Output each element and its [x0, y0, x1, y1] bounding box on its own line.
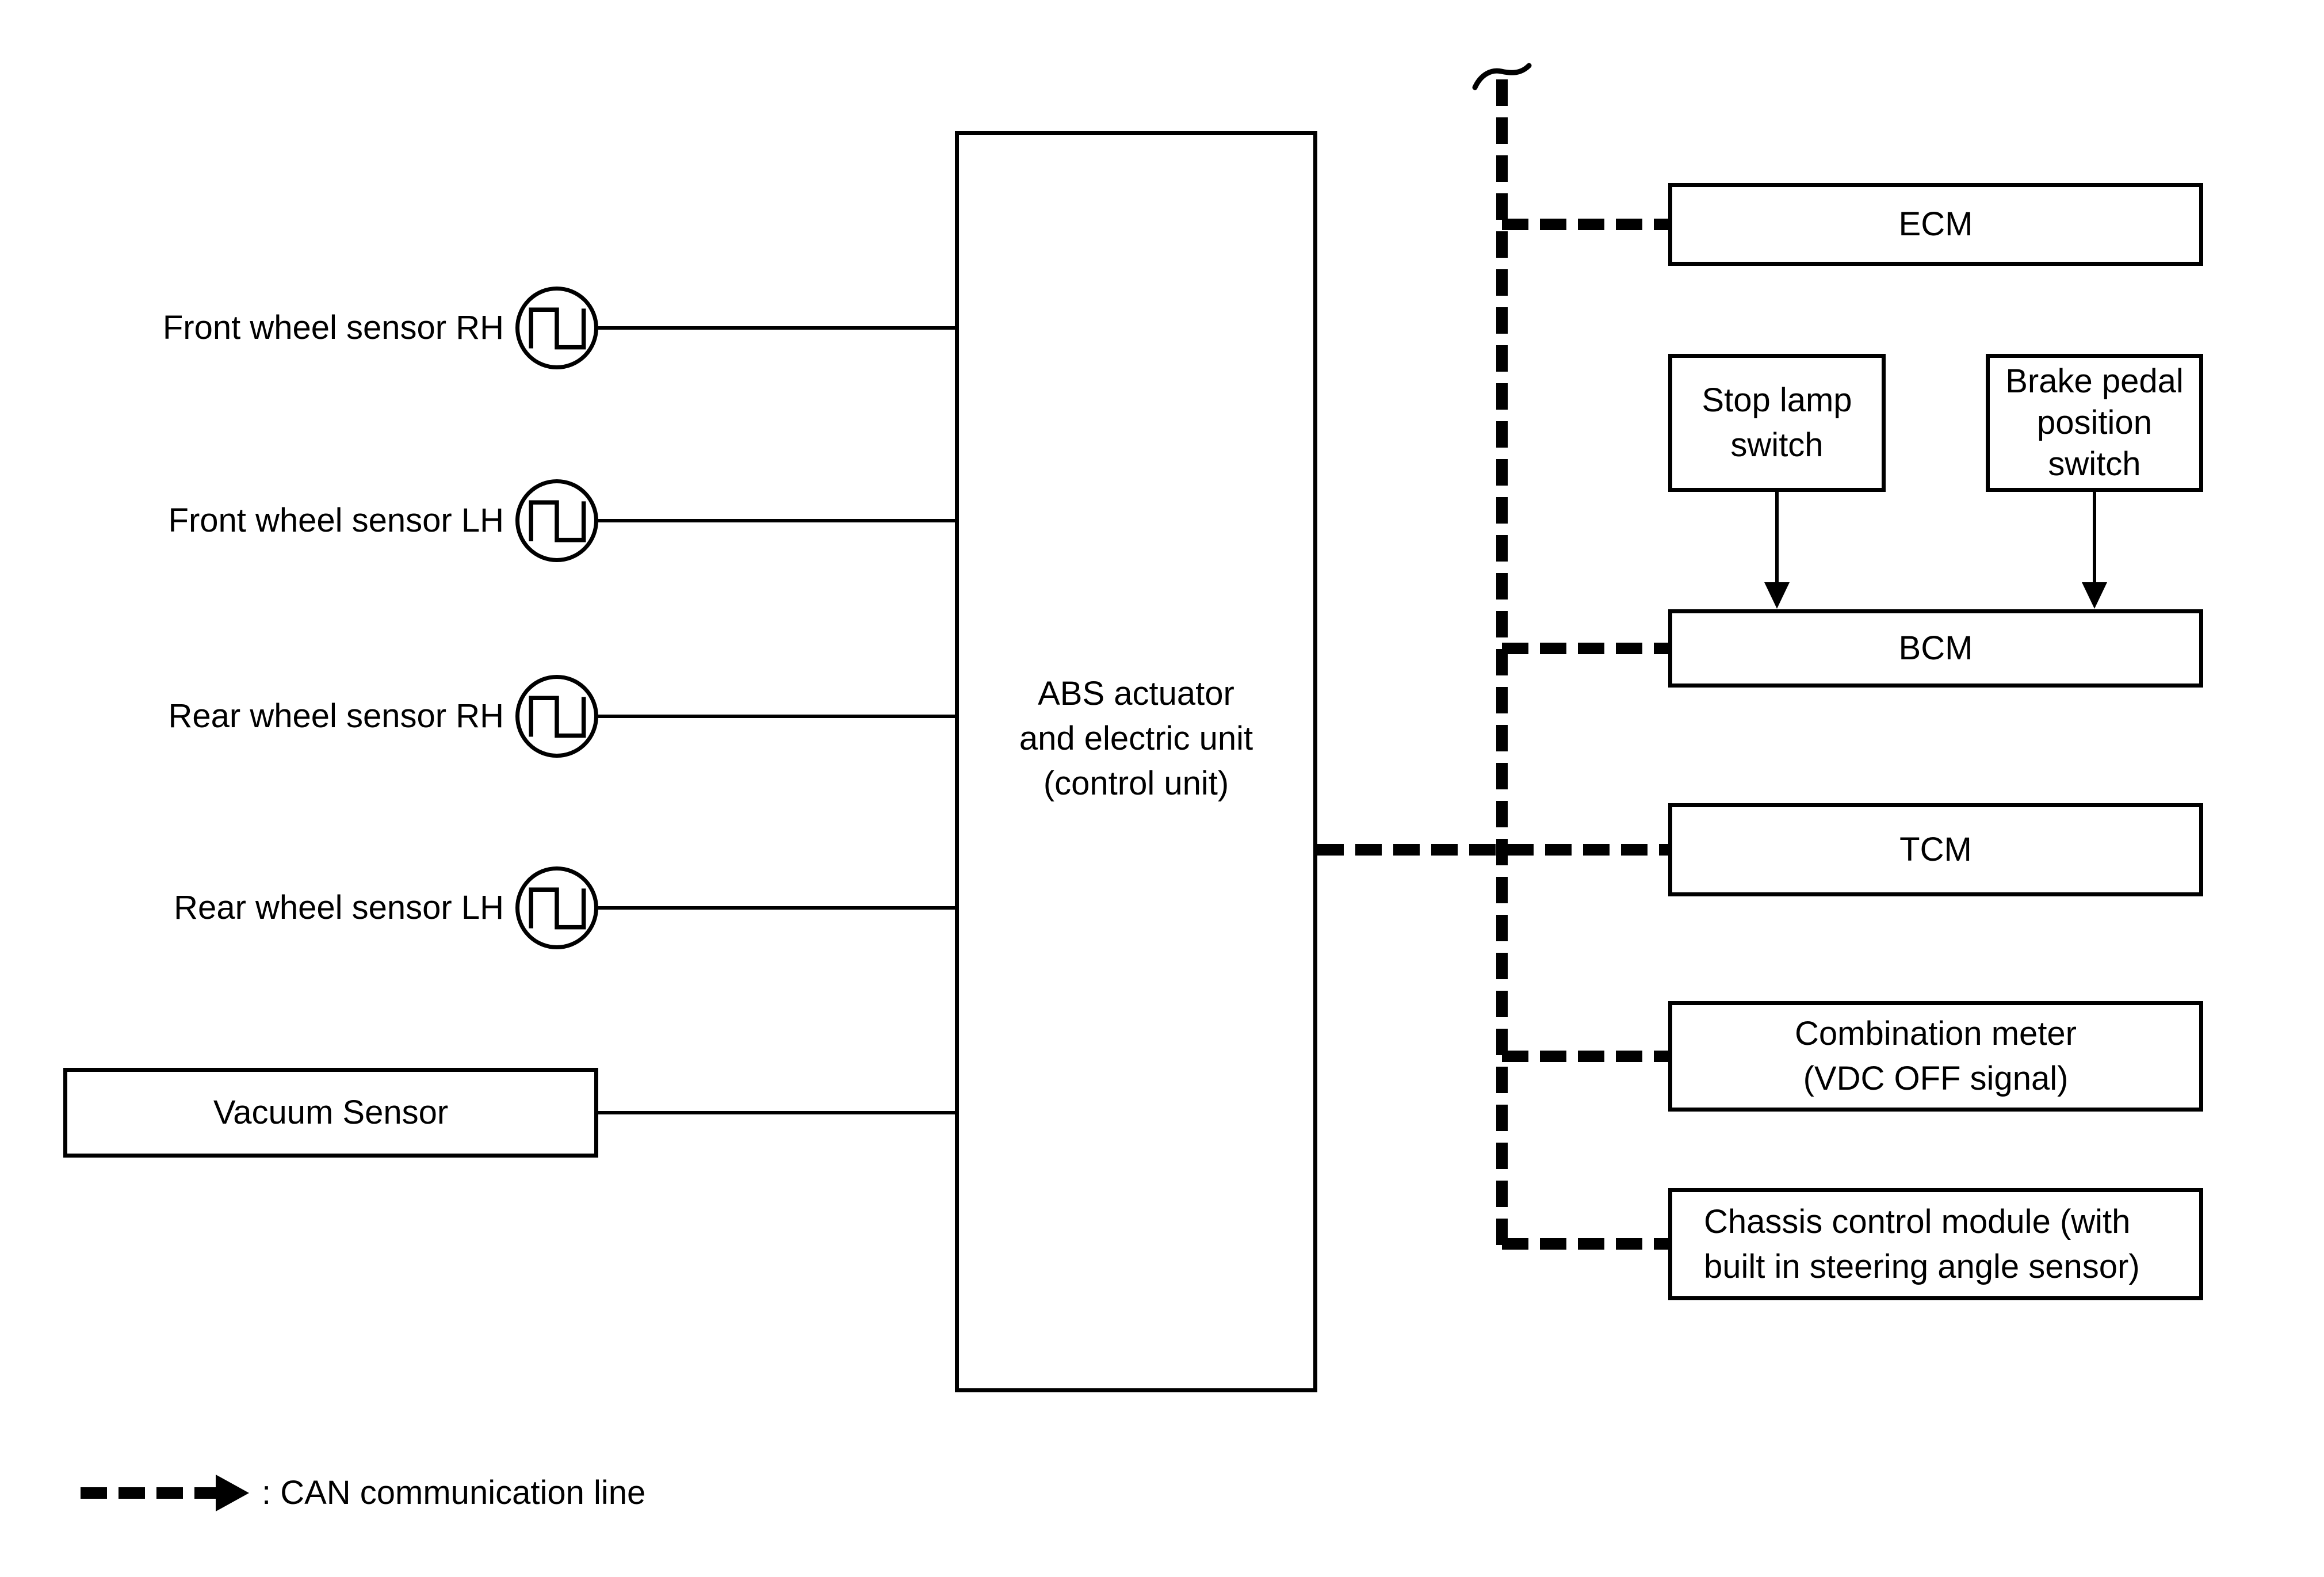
stop-lamp-arrow-line — [1775, 492, 1779, 584]
bcm-box: BCM — [1668, 609, 2203, 688]
bcm-label: BCM — [1898, 629, 1973, 667]
abs-actuator-line1: ABS actuator — [1038, 675, 1234, 712]
ecm-box: ECM — [1668, 183, 2203, 266]
front-wheel-sensor-lh-label: Front wheel sensor LH — [168, 502, 504, 539]
abs-actuator-line2: and electric unit — [1019, 720, 1253, 757]
connector-rear-lh — [598, 906, 955, 910]
tcm-label: TCM — [1899, 831, 1972, 868]
stop-lamp-switch-line2: switch — [1730, 426, 1824, 464]
can-line-trunk — [1496, 79, 1508, 1250]
front-wheel-sensor-lh-symbol — [515, 479, 598, 562]
front-wheel-sensor-rh-label: Front wheel sensor RH — [162, 309, 504, 346]
combination-meter-line2: (VDC OFF signal) — [1803, 1060, 2069, 1097]
abs-actuator-line3: (control unit) — [1043, 765, 1229, 802]
brake-pedal-arrowhead-icon — [2082, 582, 2107, 609]
connector-vacuum — [598, 1111, 955, 1114]
brake-pedal-switch-line3: switch — [2048, 445, 2141, 483]
stop-lamp-switch-line1: Stop lamp — [1702, 381, 1852, 419]
stop-lamp-switch-box: Stop lamp switch — [1668, 354, 1886, 492]
ecm-label: ECM — [1898, 205, 1973, 243]
legend-label: : CAN communication line — [262, 1474, 646, 1511]
combination-meter-line1: Combination meter — [1795, 1015, 2077, 1052]
rear-wheel-sensor-rh-symbol — [515, 675, 598, 758]
front-wheel-sensor-rh-symbol — [515, 287, 598, 369]
pulse-signal-icon — [525, 689, 589, 744]
combination-meter-box: Combination meter (VDC OFF signal) — [1668, 1001, 2203, 1112]
pulse-signal-icon — [525, 493, 589, 548]
can-stub-ecm — [1502, 219, 1671, 230]
can-stub-bcm — [1502, 643, 1671, 654]
chassis-control-line1: Chassis control module (with — [1704, 1202, 2131, 1240]
tcm-box: TCM — [1668, 803, 2203, 896]
line-break-squiggle-icon — [1461, 58, 1542, 104]
rear-wheel-sensor-lh-label: Rear wheel sensor LH — [174, 889, 504, 926]
pulse-signal-icon — [525, 880, 589, 935]
chassis-control-module-box: Chassis control module (with built in st… — [1668, 1188, 2203, 1300]
rear-wheel-sensor-lh-symbol — [515, 866, 598, 949]
stop-lamp-arrowhead-icon — [1764, 582, 1790, 609]
legend-arrowhead-icon — [216, 1475, 249, 1511]
can-line-abs-tcm — [1317, 844, 1671, 856]
can-stub-chassis-control — [1502, 1238, 1671, 1250]
chassis-control-line2: built in steering angle sensor) — [1704, 1247, 2140, 1285]
brake-pedal-arrow-line — [2093, 492, 2096, 584]
pulse-signal-icon — [525, 300, 589, 356]
vacuum-sensor-box: Vacuum Sensor — [63, 1068, 598, 1158]
connector-rear-rh — [598, 715, 955, 718]
rear-wheel-sensor-rh-label: Rear wheel sensor RH — [168, 697, 504, 735]
brake-pedal-switch-line2: position — [2037, 404, 2152, 441]
brake-pedal-position-switch-box: Brake pedal position switch — [1986, 354, 2203, 492]
connector-front-lh — [598, 519, 955, 522]
legend-can-line-sample — [81, 1487, 216, 1499]
connector-front-rh — [598, 326, 955, 330]
vacuum-sensor-label: Vacuum Sensor — [213, 1094, 449, 1131]
can-stub-combination-meter — [1502, 1051, 1671, 1062]
brake-pedal-switch-line1: Brake pedal — [2005, 362, 2184, 400]
abs-actuator-box: ABS actuator and electric unit (control … — [955, 131, 1317, 1392]
